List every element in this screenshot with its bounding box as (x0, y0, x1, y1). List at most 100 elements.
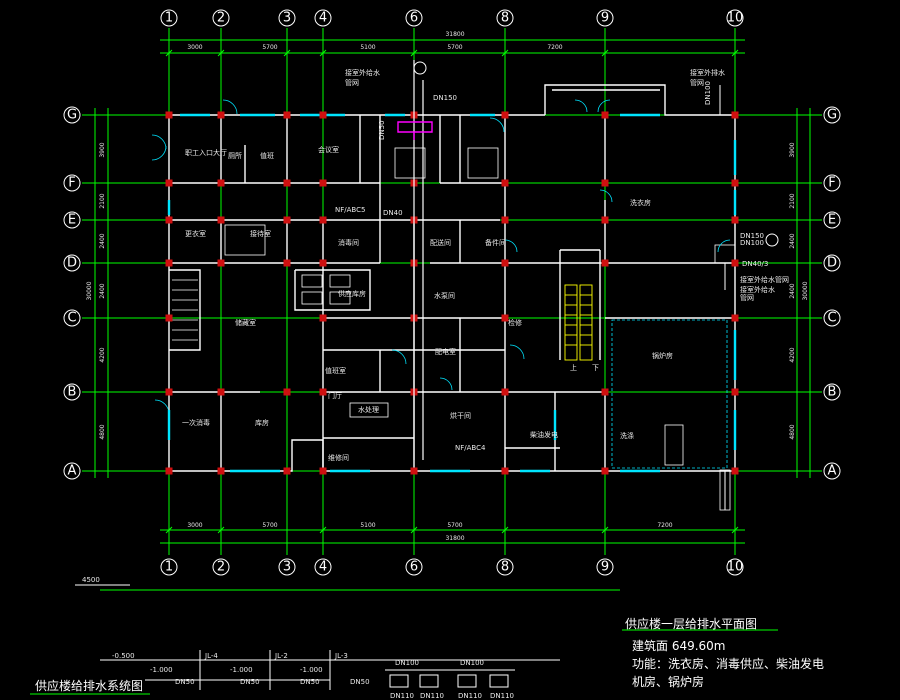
column-marker (165, 111, 173, 119)
axis-y-right-label: G (827, 108, 837, 123)
axis-y-right-label: C (827, 311, 836, 326)
column-marker (165, 216, 173, 224)
dim-bottom-3: 5100 (360, 522, 375, 529)
function-note: 功能：洗衣房、消毒供应、柴油发电 (632, 656, 824, 671)
pipe-label: DN100 (704, 81, 712, 105)
dim-top-4: 5700 (447, 44, 462, 51)
axis-x-top-circle (160, 9, 178, 27)
column-marker (731, 111, 739, 119)
axis-y-right-label: B (828, 385, 837, 400)
pipes (397, 60, 779, 510)
room-label: 门厅 (328, 391, 342, 400)
dim-right-4: 2400 (789, 283, 796, 298)
left-stair (172, 279, 198, 341)
axis-y-left-label: C (67, 311, 76, 326)
room-label: 配送间 (430, 238, 451, 247)
axis-x-top-circle (314, 9, 332, 27)
dim-bottom-4: 5700 (447, 522, 462, 529)
column-marker (731, 179, 739, 187)
axis-y-left-label: D (67, 256, 77, 271)
column-marker (165, 388, 173, 396)
room-label: 值班 (260, 151, 274, 160)
dim-top-1: 3000 (187, 44, 202, 51)
axis-x-bottom-circle (405, 558, 423, 576)
room-label: 水泵间 (434, 291, 455, 300)
column-marker (319, 111, 327, 119)
sys-label: 4500 (82, 576, 100, 584)
axis-y-left-circle (63, 254, 81, 272)
pipe-label: 接室外排水 (690, 68, 725, 77)
pipe-label: 接室外给水 (345, 68, 380, 77)
dim-left-2: 2100 (99, 193, 106, 208)
system-diagram (75, 584, 620, 690)
axis-x-top-circle (496, 9, 514, 27)
column-marker (601, 179, 609, 187)
room-label: 厕所 (228, 151, 242, 160)
sys-label: DN50 (175, 678, 195, 686)
axis-y-left-circle (63, 106, 81, 124)
drawing-title: 供应楼一层给排水平面图 (625, 616, 757, 631)
axis-y-left-label: B (68, 385, 77, 400)
sys-label: -0.500 (112, 652, 135, 660)
axis-y-left-label: F (68, 176, 75, 191)
dim-right-5: 4200 (789, 347, 796, 362)
axis-x-bottom-label: 9 (601, 560, 609, 575)
column-marker (165, 179, 173, 187)
column-marker (217, 111, 225, 119)
room-label: 一次消毒 (182, 418, 210, 427)
walls (168, 84, 736, 472)
column-marker (283, 388, 291, 396)
column-marker (501, 216, 509, 224)
axis-y-left-circle (63, 309, 81, 327)
sys-label: -1.000 (300, 666, 323, 674)
axis-x-bottom-label: 1 (165, 560, 173, 575)
boiler-boundary (611, 319, 728, 469)
axis-y-left-circle (63, 174, 81, 192)
column-marker (601, 216, 609, 224)
axis-x-top-circle (405, 9, 423, 27)
column-marker (731, 467, 739, 475)
axis-x-top-label: 10 (727, 11, 744, 26)
dim-top-5: 7200 (547, 44, 562, 51)
pipe-label: 管网 (345, 78, 359, 87)
axis-x-bottom-circle (726, 558, 744, 576)
room-label: 消毒间 (338, 238, 359, 247)
column-marker (601, 111, 609, 119)
room-label: 供应库房 (338, 289, 366, 298)
axis-y-right-circle (823, 106, 841, 124)
room-label: 洗涤 (620, 431, 634, 440)
stair-down-label: 下 (592, 364, 599, 372)
column-marker (165, 259, 173, 267)
axis-y-right-circle (823, 309, 841, 327)
column-marker (217, 179, 225, 187)
sys-label: DN50 (240, 678, 260, 686)
column-marker (501, 467, 509, 475)
sys-label: JL-2 (274, 652, 288, 660)
sys-label: DN100 (460, 659, 484, 667)
door-swings (151, 99, 731, 415)
column-marker (601, 259, 609, 267)
column-marker (319, 259, 327, 267)
column-marker (731, 314, 739, 322)
room-label: 锅炉房 (652, 351, 673, 360)
dimension-ticks (165, 49, 739, 534)
axis-x-bottom-label: 10 (727, 560, 744, 575)
pipe-label: DN40/3 (742, 260, 768, 268)
column-marker (501, 179, 509, 187)
dim-left-6: 4800 (99, 424, 106, 439)
axis-x-top-label: 2 (217, 11, 225, 26)
axis-x-top-circle (726, 9, 744, 27)
pipe-label: 接室外给水 (740, 285, 775, 294)
column-marker (217, 259, 225, 267)
pipe-labels: 接室外给水 管网 接室外排水 管网 DN100 DN150 DN50 DN40 … (335, 68, 789, 452)
column-marker (319, 216, 327, 224)
main-stair (564, 284, 593, 361)
area-note: 建筑面 649.60m (632, 638, 726, 653)
sys-label: DN50 (350, 678, 370, 686)
room-label: 接待室 (250, 229, 271, 238)
